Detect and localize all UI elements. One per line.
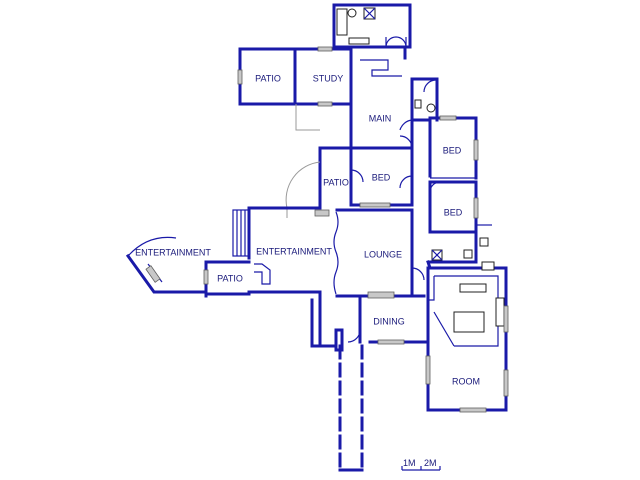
- covered-walkway: [338, 344, 364, 472]
- grey-outline: [285, 104, 321, 218]
- dining-room: [347, 294, 430, 348]
- entertainment-room: [232, 206, 330, 300]
- label-patio-small: PATIO: [217, 273, 243, 283]
- label-bed-right-mid: BED: [444, 207, 463, 217]
- label-bed-center: BED: [372, 172, 391, 182]
- scale-bar: 1M 2M: [401, 458, 441, 471]
- bath-right-small: [428, 230, 489, 264]
- scale-label-2m: 2M: [424, 458, 437, 468]
- label-patio-left: PATIO: [255, 73, 281, 83]
- label-patio-mid: PATIO: [323, 177, 349, 187]
- patio-small-room: [203, 260, 251, 298]
- label-bed-right-top: BED: [443, 145, 462, 155]
- label-entertainment: ENTERTAINMENT: [256, 246, 332, 256]
- kitchen-room: [426, 260, 509, 354]
- entertainment-outer-deck: [125, 236, 208, 294]
- label-dining: DINING: [373, 316, 405, 326]
- entry-passage: [310, 296, 344, 352]
- bathroom-top: [332, 3, 412, 49]
- lounge-room: [333, 208, 425, 299]
- label-room: ROOM: [452, 376, 480, 386]
- label-entertainment-outer: ENTERTAINMENT: [135, 247, 211, 257]
- bed-center-room: [349, 146, 414, 208]
- ensuite-main: [410, 77, 439, 122]
- study-room: [293, 46, 353, 107]
- main-room: [349, 36, 414, 150]
- room-bottom: [425, 344, 509, 413]
- bed-right-top-room: [428, 115, 479, 180]
- scale-label-1m: 1M: [403, 458, 416, 468]
- label-lounge: LOUNGE: [364, 249, 402, 259]
- label-main: MAIN: [369, 113, 392, 123]
- label-study: STUDY: [313, 73, 344, 83]
